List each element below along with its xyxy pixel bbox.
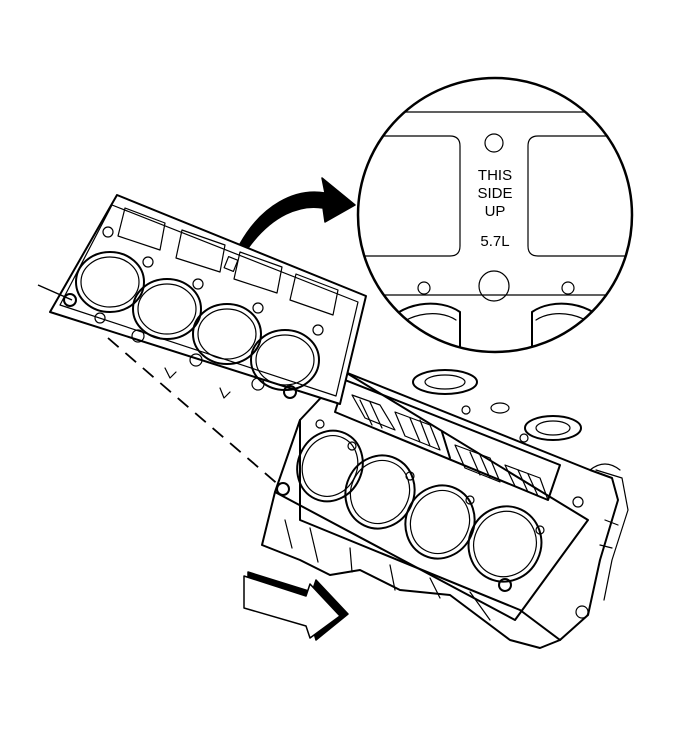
gasket-bolt-holes [63, 226, 324, 399]
gasket-upper-ports [117, 207, 339, 316]
callout-arrow [239, 177, 356, 249]
callout-top-hole [484, 133, 504, 153]
alignment-dashed-line [107, 337, 281, 487]
callout-center-hole [478, 270, 510, 302]
callout-text-up: UP [485, 203, 506, 220]
callout-text-side: SIDE [477, 185, 512, 202]
front-direction-arrow-icon [243, 571, 349, 641]
callout-text-this: THIS [478, 167, 512, 184]
block-bores [296, 429, 543, 583]
callout-text-engine-size: 5.7L [480, 233, 509, 250]
engine-block [261, 369, 629, 649]
gasket-pointer-line [37, 284, 73, 301]
block-bosses [412, 369, 582, 443]
callout-magnifier: THIS SIDE UP 5.7L [356, 76, 634, 354]
head-gasket [49, 194, 367, 405]
block-bolt-holes [276, 419, 589, 619]
